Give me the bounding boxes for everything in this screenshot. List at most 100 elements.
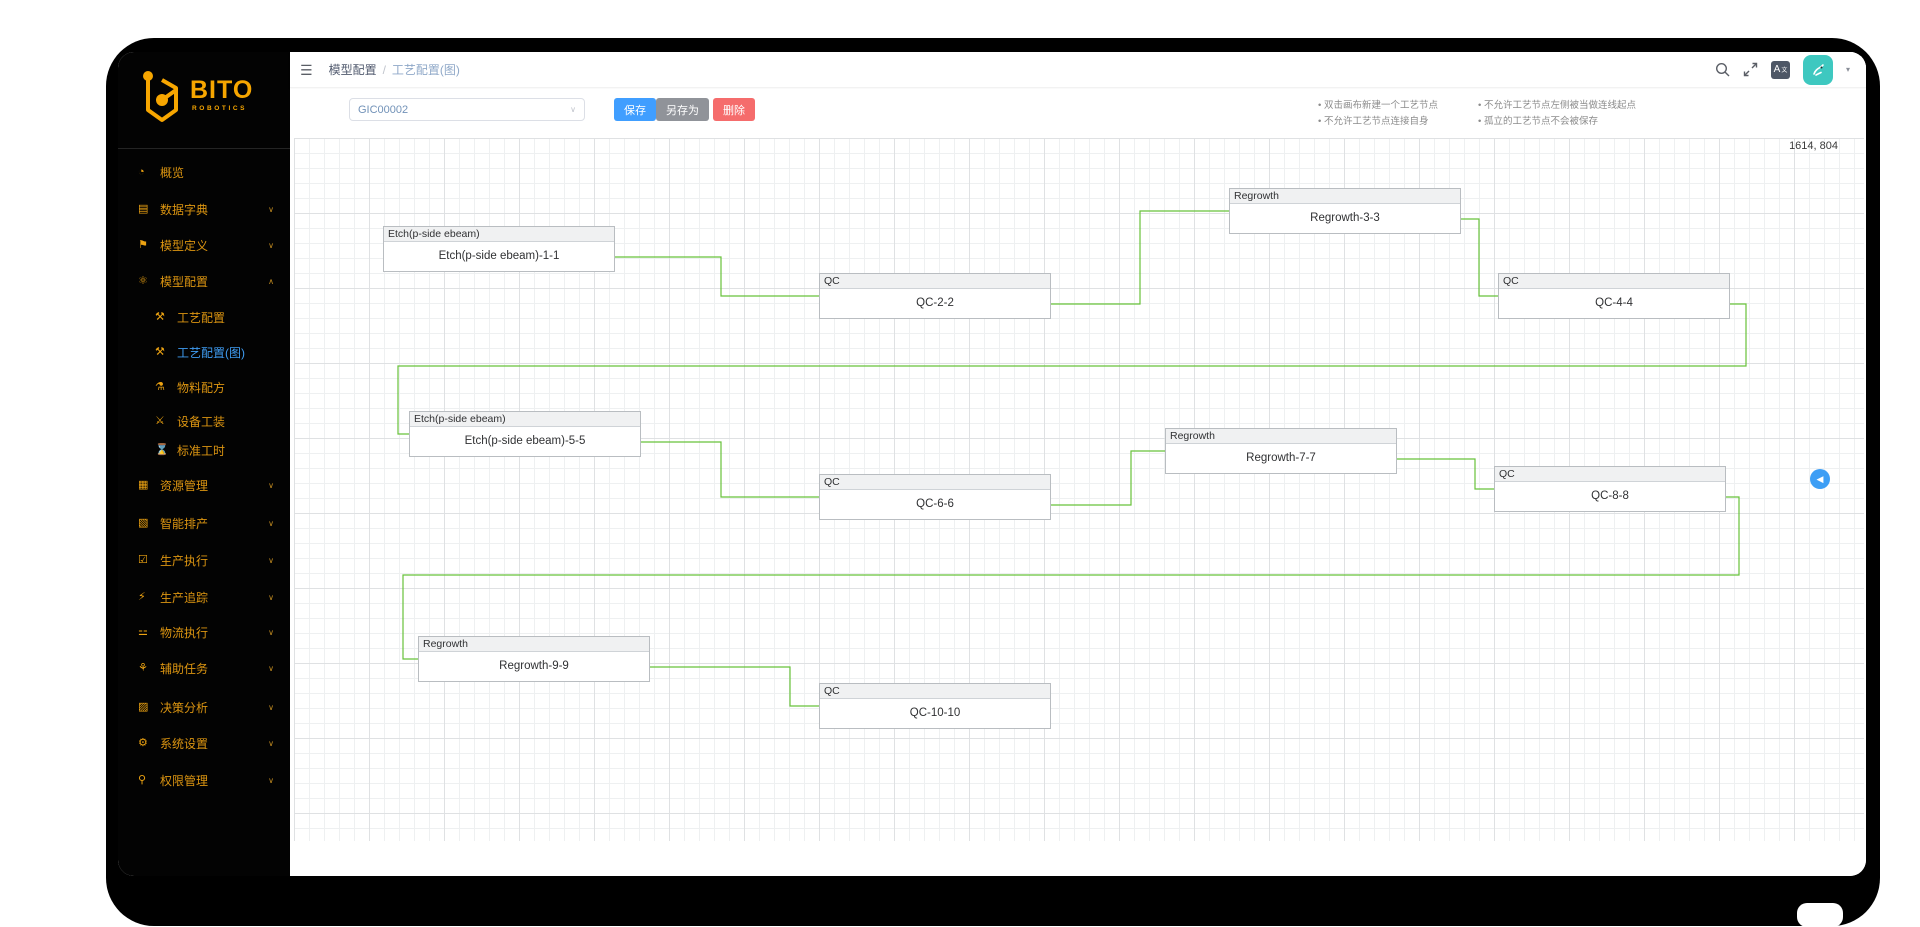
node-label: Etch(p-side ebeam)-1-1 — [438, 250, 560, 262]
sidebar-item-label: 辅助任务 — [160, 661, 209, 676]
node-title: Etch(p-side ebeam) — [410, 412, 640, 427]
bito-logo-icon — [143, 71, 178, 122]
sidebar-item-9[interactable]: ▦资源管理∨ — [118, 470, 290, 500]
sidebar-item-3[interactable]: ⚛模型配置∧ — [118, 266, 290, 296]
user-menu-caret-icon[interactable]: ▾ — [1845, 65, 1850, 74]
node-label: Etch(p-side ebeam)-5-5 — [464, 435, 586, 447]
hint-item: • 不允许工艺节点左侧被当做连线起点 — [1478, 100, 1636, 111]
gear-icon: ⚙ — [138, 736, 148, 749]
process-node-Etch(p-side ebeam)-1-1[interactable]: Etch(p-side ebeam)Etch(p-side ebeam)-1-1 — [383, 226, 615, 272]
node-title: QC — [1499, 274, 1729, 289]
chevron-up-icon: ∧ — [268, 276, 274, 286]
node-title: QC — [820, 274, 1050, 289]
chevron-down-icon: ∨ — [268, 592, 274, 602]
toolbar: GIC00002 ∨ 保存 另存为 删除 • 双击画布新建一个工艺节点 • 不允… — [290, 89, 1866, 137]
sidebar-item-label: 生产执行 — [160, 553, 209, 568]
sidebar-item-label: 物流执行 — [160, 625, 209, 640]
fullscreen-icon[interactable] — [1743, 62, 1758, 77]
sidebar-item-13[interactable]: ⚍ 物流执行 ∨ — [118, 617, 290, 647]
cursor-coordinate-readout: 1614, 804 — [1789, 140, 1838, 152]
chevron-down-icon: ∨ — [268, 518, 274, 528]
sidebar-item-10[interactable]: ▧智能排产∨ — [118, 508, 290, 538]
node-title: Regrowth — [1166, 429, 1396, 444]
process-select-value: GIC00002 — [358, 103, 409, 116]
breadcrumb-separator: / — [382, 62, 386, 77]
sidebar-item-label: 模型定义 — [160, 238, 209, 253]
calendar-icon: ▧ — [138, 516, 149, 529]
sidebar-item-15[interactable]: ▨决策分析∨ — [118, 692, 290, 722]
chevron-down-icon: ∨ — [268, 738, 274, 748]
sidebar-item-11[interactable]: ☑生产执行∨ — [118, 545, 290, 575]
sidebar-item-17[interactable]: ⚲权限管理∨ — [118, 765, 290, 795]
collapse-sidebar-icon[interactable]: ☰ — [300, 61, 313, 78]
chevron-down-icon: ∨ — [268, 702, 274, 712]
save-button[interactable]: 保存 — [614, 98, 656, 121]
flask-icon: ⚗ — [155, 380, 165, 393]
process-node-QC-4-4[interactable]: QC QC-4-4 — [1498, 273, 1730, 319]
sidebar: BITO ROBOTICS ◔概览▤数据字典∨⚑模型定义∨⚛模型配置∧⚒工艺配置… — [118, 52, 290, 876]
process-select[interactable]: GIC00002 ∨ — [349, 98, 585, 121]
translate-letter: A — [1773, 64, 1781, 75]
breadcrumb-current[interactable]: 工艺配置(图) — [391, 63, 460, 77]
sidebar-item-label: 工艺配置(图) — [177, 345, 245, 360]
tools-icon: ⚔ — [155, 414, 165, 427]
sidebar-item-label: 资源管理 — [160, 478, 209, 493]
hint-item: • 不允许工艺节点连接自身 — [1318, 116, 1429, 127]
hammer-icon: ⚒ — [155, 345, 165, 358]
delete-button[interactable]: 删除 — [713, 98, 755, 121]
sidebar-item-6[interactable]: ⚗物料配方 — [118, 372, 290, 402]
chevron-down-icon: ∨ — [268, 663, 274, 673]
sidebar-item-12[interactable]: ⚡生产追踪∨ — [118, 582, 290, 612]
sidebar-item-label: 概览 — [160, 165, 185, 180]
sidebar-item-label: 系统设置 — [160, 736, 209, 751]
node-label: QC-4-4 — [1595, 297, 1633, 309]
sidebar-divider — [118, 148, 290, 149]
avatar[interactable] — [1802, 54, 1833, 85]
sidebar-item-8[interactable]: ⌛标准工时 — [118, 435, 290, 465]
hourglass-icon: ⌛ — [155, 443, 169, 456]
expand-panel-button[interactable]: ◀ — [1810, 469, 1830, 489]
truck-icon: ⚍ — [138, 625, 148, 638]
book-icon: ▤ — [138, 202, 149, 215]
sidebar-item-2[interactable]: ⚑模型定义∨ — [118, 230, 290, 260]
sidebar-item-0[interactable]: ◔ 概览 — [118, 157, 290, 187]
sidebar-item-label: 设备工装 — [177, 414, 226, 429]
chevron-down-icon: ∨ — [268, 627, 274, 637]
process-node-Etch(p-side ebeam)-5-5[interactable]: Etch(p-side ebeam) Etch(p-side ebeam)-5-5 — [409, 411, 641, 457]
sidebar-item-label: 工艺配置 — [177, 310, 226, 325]
gauge-icon: ◔ — [138, 165, 145, 178]
node-title: QC — [820, 684, 1050, 699]
node-label: QC-8-8 — [1591, 490, 1629, 502]
sidebar-item-label: 生产追踪 — [160, 590, 209, 605]
sidebar-item-label: 数据字典 — [160, 202, 209, 217]
node-label: QC-6-6 — [916, 498, 954, 510]
sidebar-item-16[interactable]: ⚙ 系统设置 ∨ — [118, 728, 290, 758]
select-caret-icon: ∨ — [570, 105, 576, 114]
hint-item: • 孤立的工艺节点不会被保存 — [1478, 116, 1598, 127]
chevron-down-icon: ∨ — [268, 204, 274, 214]
logo: BITO ROBOTICS — [118, 52, 290, 148]
sidebar-item-5[interactable]: ⚒ 工艺配置(图) — [118, 337, 290, 367]
sidebar-item-7[interactable]: ⚔ 设备工装 — [118, 406, 290, 436]
breadcrumb-root[interactable]: 模型配置 — [328, 63, 377, 77]
chart-icon: ▨ — [138, 700, 149, 713]
chevron-down-icon: ∨ — [268, 240, 274, 250]
sidebar-item-1[interactable]: ▤ 数据字典 ∨ — [118, 194, 290, 224]
sidebar-item-4[interactable]: ⚒工艺配置 — [118, 302, 290, 332]
save-as-button[interactable]: 另存为 — [656, 98, 709, 121]
canvas-hints-legend: • 双击画布新建一个工艺节点 • 不允许工艺节点左侧被当做连线起点 • 不允许工… — [1318, 97, 1636, 127]
lock-icon: ⚲ — [138, 773, 147, 786]
search-icon[interactable] — [1715, 62, 1730, 77]
sidebar-item-14[interactable]: ⚘辅助任务∨ — [118, 653, 290, 683]
node-label: Regrowth-9-9 — [499, 660, 569, 672]
